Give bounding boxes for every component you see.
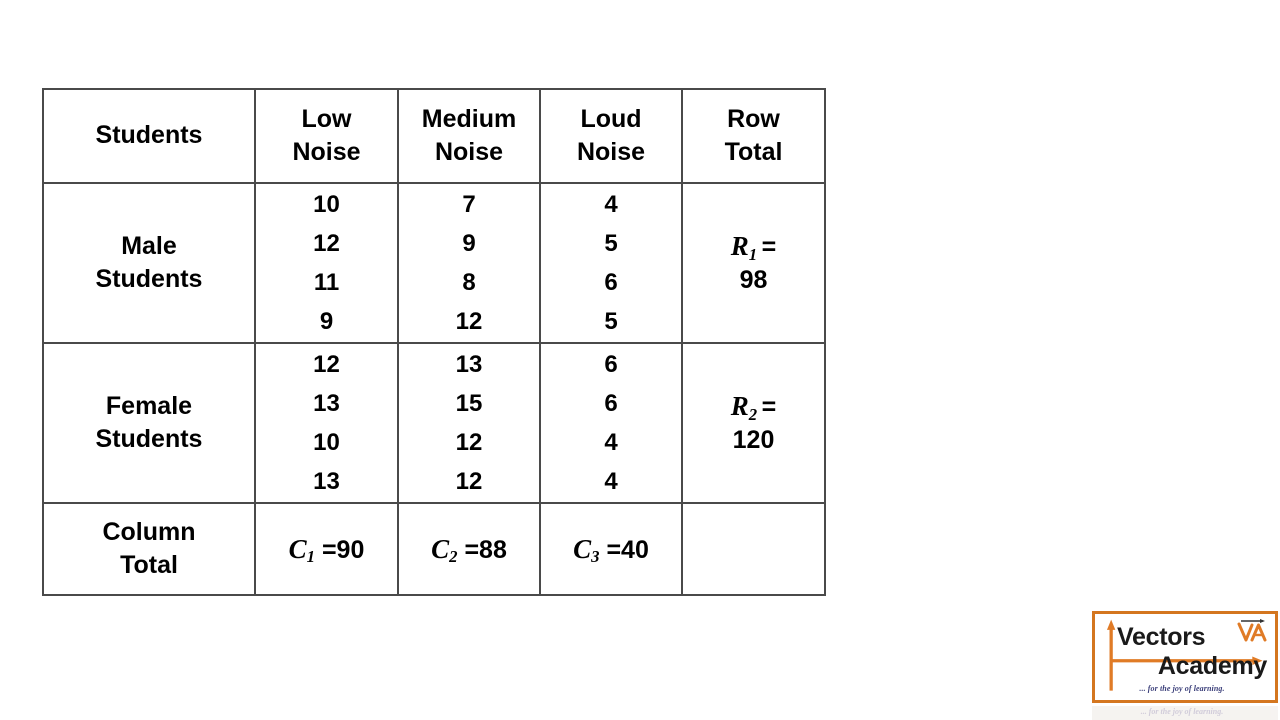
value-male-loud-1: 4	[604, 191, 618, 218]
row-total-female-subscript: 2	[748, 404, 758, 424]
row-label-male: Male Students	[42, 182, 256, 344]
value-male-medium-1: 7	[462, 191, 476, 218]
value-male-low-2: 12	[313, 230, 340, 257]
va-monogram-icon	[1237, 619, 1267, 642]
header-loud-noise-line1: Loud	[580, 104, 642, 133]
logo-tagline: ... for the joy of learning.	[1139, 684, 1225, 693]
value-stack-male-low: 10 12 11 9	[256, 185, 397, 341]
cell-column-total-low: C1 =90	[254, 502, 399, 596]
value-stack-female-medium: 13 15 12 12	[399, 345, 539, 501]
row-total-male-subscript: 1	[748, 244, 758, 264]
column-total-medium-symbol: C2	[431, 533, 458, 567]
value-female-loud-4: 4	[604, 468, 618, 495]
header-low-noise-line2: Noise	[292, 138, 361, 166]
value-female-loud-2: 6	[604, 390, 618, 417]
cell-female-low: 12 13 10 13	[254, 342, 399, 504]
row-label-male-line1: Male	[121, 231, 177, 260]
row-total-female-equals: =	[761, 393, 777, 421]
value-female-low-3: 10	[313, 429, 340, 456]
cell-male-loud: 4 5 6 5	[539, 182, 683, 344]
row-total-male-expression: R1 =	[683, 231, 824, 264]
cell-female-medium: 13 15 12 12	[397, 342, 541, 504]
value-female-low-4: 13	[313, 468, 340, 495]
row-label-female-line1: Female	[105, 391, 193, 420]
value-female-medium-4: 12	[455, 468, 483, 495]
value-stack-male-medium: 7 9 8 12	[399, 185, 539, 341]
value-male-medium-2: 9	[462, 230, 476, 257]
value-male-medium-3: 8	[462, 269, 476, 296]
column-total-medium-subscript: 2	[449, 547, 458, 567]
cell-male-row-total: R1 = 98	[681, 182, 826, 344]
row-total-male-equals: =	[761, 233, 777, 261]
row-total-male-symbol: R1	[730, 231, 758, 264]
value-male-loud-2: 5	[604, 230, 618, 257]
header-medium-noise-line2: Noise	[434, 138, 504, 166]
value-female-loud-1: 6	[604, 351, 618, 378]
row-label-column-total: Column Total	[42, 502, 256, 596]
value-female-loud-3: 4	[604, 429, 618, 456]
column-total-loud-symbol: C3	[573, 533, 600, 567]
value-male-low-4: 9	[319, 308, 334, 335]
header-medium-noise-line1: Medium	[421, 104, 517, 133]
header-loud-noise-line2: Noise	[576, 138, 646, 166]
row-label-column-total-line2: Total	[120, 551, 178, 579]
cell-male-low: 10 12 11 9	[254, 182, 399, 344]
value-male-medium-4: 12	[455, 308, 483, 335]
table-row-female: Female Students 12 13 10 13 13 15 12 12	[42, 342, 826, 504]
logo-axes-icon	[1106, 619, 1263, 691]
cell-column-total-medium: C2 =88	[397, 502, 541, 596]
header-loud-noise: Loud Noise	[539, 88, 683, 184]
table-row-male: Male Students 10 12 11 9 7 9 8 12	[42, 182, 826, 344]
row-total-female-value: 120	[732, 426, 775, 454]
header-row-total-line1: Row	[727, 104, 780, 133]
value-female-low-2: 13	[313, 390, 340, 417]
value-female-low-1: 12	[313, 351, 340, 378]
row-total-male-value: 98	[739, 266, 768, 294]
row-label-female-line2: Students	[95, 425, 203, 453]
header-medium-noise: Medium Noise	[397, 88, 541, 184]
value-female-medium-2: 15	[455, 390, 483, 417]
cell-female-loud: 6 6 4 4	[539, 342, 683, 504]
header-low-noise-line1: Low	[301, 104, 352, 133]
column-total-loud-subscript: 3	[591, 547, 600, 567]
column-total-loud-value: =40	[606, 535, 649, 564]
value-stack-male-loud: 4 5 6 5	[541, 185, 681, 341]
logo-word-academy: Academy	[1157, 652, 1267, 680]
value-stack-female-loud: 6 6 4 4	[541, 345, 681, 501]
value-male-loud-4: 5	[604, 308, 618, 335]
value-female-medium-1: 13	[455, 351, 483, 378]
column-total-low-subscript: 1	[306, 547, 315, 567]
logo-reflection-artifact: ... for the joy of learning.	[1092, 706, 1278, 720]
row-total-female-expression: R2 =	[683, 391, 824, 424]
value-male-low-1: 10	[313, 191, 340, 218]
value-male-low-3: 11	[313, 269, 340, 296]
row-label-column-total-line1: Column	[102, 517, 196, 546]
logo-reflection-tagline: ... for the joy of learning.	[1140, 707, 1224, 716]
column-total-low-value: =90	[321, 535, 365, 564]
value-female-medium-3: 12	[455, 429, 483, 456]
table-header-row: Students Low Noise Medium Noise Loud Noi…	[42, 88, 826, 184]
header-row-total-line2: Total	[724, 138, 783, 166]
cell-column-total-loud: C3 =40	[539, 502, 683, 596]
value-male-loud-3: 6	[604, 269, 618, 296]
row-total-female-symbol: R2	[730, 391, 758, 424]
logo-word-vectors: Vectors	[1117, 623, 1206, 651]
header-students: Students	[42, 88, 256, 184]
table-row-column-total: Column Total C1 =90 C2 =88 C3 =40	[42, 502, 826, 596]
contingency-table: Students Low Noise Medium Noise Loud Noi…	[42, 88, 826, 596]
column-total-low-symbol: C1	[288, 533, 315, 567]
vectors-academy-logo: Vectors Academy ... for the joy of learn…	[1092, 611, 1278, 703]
cell-female-row-total: R2 = 120	[681, 342, 826, 504]
cell-column-total-empty	[681, 502, 826, 596]
header-row-total: Row Total	[681, 88, 826, 184]
column-total-medium-value: =88	[464, 535, 507, 564]
value-stack-female-low: 12 13 10 13	[256, 345, 397, 501]
header-students-label: Students	[95, 121, 203, 150]
row-label-female: Female Students	[42, 342, 256, 504]
row-label-male-line2: Students	[95, 265, 203, 293]
cell-male-medium: 7 9 8 12	[397, 182, 541, 344]
header-low-noise: Low Noise	[254, 88, 399, 184]
